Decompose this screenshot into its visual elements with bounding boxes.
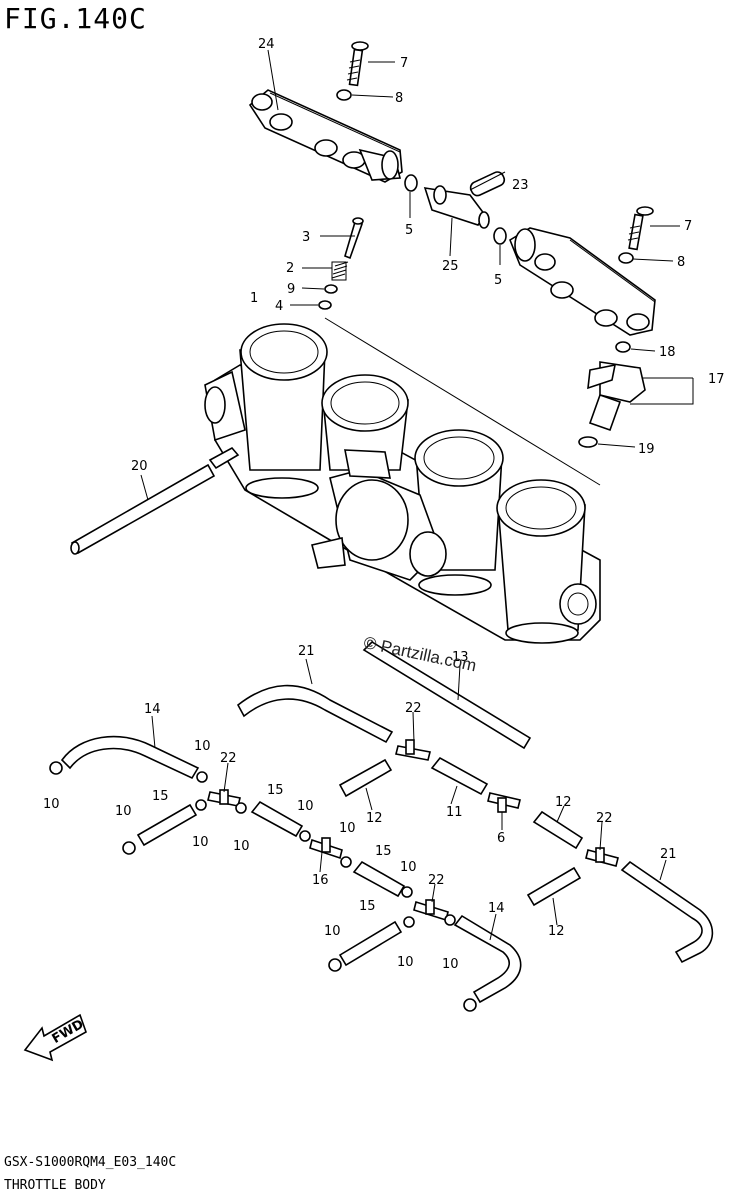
callout-label: 15 bbox=[359, 899, 376, 914]
callout-label: 13 bbox=[452, 650, 469, 665]
fuel-injector[interactable] bbox=[578, 341, 646, 448]
callout-label: 21 bbox=[660, 847, 677, 862]
callout-label: 22 bbox=[405, 701, 422, 716]
callout-label: 15 bbox=[152, 789, 169, 804]
hose-13[interactable] bbox=[362, 640, 532, 750]
washer-left[interactable] bbox=[336, 89, 352, 101]
spring[interactable] bbox=[331, 261, 349, 281]
fitting-22-left[interactable] bbox=[207, 789, 241, 807]
callout-label: 9 bbox=[287, 282, 295, 297]
callout-label: 10 bbox=[442, 957, 459, 972]
throttle-body-assembly[interactable] bbox=[204, 317, 601, 644]
callout-label: 7 bbox=[684, 219, 692, 234]
callout-label: 4 bbox=[275, 299, 283, 314]
hose-15-left[interactable] bbox=[136, 803, 198, 847]
hose-15-bottom[interactable] bbox=[338, 920, 403, 967]
section-name: THROTTLE BODY bbox=[4, 1178, 106, 1193]
callout-label: 6 bbox=[497, 831, 505, 846]
fuel-joint[interactable] bbox=[423, 170, 506, 229]
hose-20[interactable] bbox=[70, 463, 216, 555]
leader-lines bbox=[140, 49, 694, 941]
fitting-16[interactable] bbox=[309, 837, 343, 860]
fwd-arrow: FWD bbox=[23, 1013, 87, 1062]
callout-label: 19 bbox=[638, 442, 655, 457]
callout-label: 21 bbox=[298, 644, 315, 659]
o-ring-right[interactable] bbox=[493, 227, 507, 245]
callout-label: 11 bbox=[446, 805, 463, 820]
callout-label: 8 bbox=[677, 255, 685, 270]
hose-14-right[interactable] bbox=[453, 914, 522, 1004]
callout-label: 10 bbox=[192, 835, 209, 850]
hose-15-lower[interactable] bbox=[352, 860, 406, 898]
callout-label: 12 bbox=[555, 795, 572, 810]
callout-label: 12 bbox=[548, 924, 565, 939]
callout-label: 10 bbox=[397, 955, 414, 970]
figure-title: FIG.140C bbox=[4, 2, 147, 35]
o-ring-left[interactable] bbox=[404, 174, 418, 192]
callout-label: 5 bbox=[405, 223, 413, 238]
fitting-22-right[interactable] bbox=[585, 847, 619, 867]
hose-14-left[interactable] bbox=[60, 735, 200, 780]
callout-label: 10 bbox=[400, 860, 417, 875]
callout-label: 22 bbox=[596, 811, 613, 826]
callout-label: 7 bbox=[400, 56, 408, 71]
hose-11[interactable] bbox=[430, 756, 489, 796]
washer-right[interactable] bbox=[618, 252, 634, 264]
callout-label: 25 bbox=[442, 259, 459, 274]
hose-clamps[interactable] bbox=[49, 761, 477, 1012]
callout-label: 22 bbox=[428, 873, 445, 888]
hose-12-center[interactable] bbox=[338, 758, 393, 798]
callout-label: 12 bbox=[366, 811, 383, 826]
bolt-right[interactable] bbox=[627, 206, 654, 251]
callout-labels: 24 7 8 5 25 23 5 7 8 3 2 9 4 1 18 17 19 … bbox=[43, 37, 725, 972]
fitting-22-lower[interactable] bbox=[413, 899, 449, 922]
fuel-rail-right[interactable] bbox=[509, 227, 656, 336]
callout-label: 16 bbox=[312, 873, 329, 888]
callout-label: 17 bbox=[708, 372, 725, 387]
o-ring-small[interactable] bbox=[324, 284, 338, 294]
callout-label: 15 bbox=[375, 844, 392, 859]
callout-label: 10 bbox=[339, 821, 356, 836]
callout-label: 3 bbox=[302, 230, 310, 245]
callout-label: 1 bbox=[250, 291, 258, 306]
callout-label: 15 bbox=[267, 783, 284, 798]
hose-15-mid[interactable] bbox=[250, 800, 304, 838]
hose-21-right[interactable] bbox=[620, 860, 714, 964]
hose-21-top[interactable] bbox=[236, 684, 394, 744]
fitting-6[interactable] bbox=[487, 792, 521, 813]
bolt-left[interactable] bbox=[346, 41, 369, 87]
callout-label: 14 bbox=[144, 702, 161, 717]
t-fitting-22-center[interactable] bbox=[395, 739, 431, 761]
callout-label: 2 bbox=[286, 261, 294, 276]
callout-label: 23 bbox=[512, 178, 529, 193]
callout-label: 18 bbox=[659, 345, 676, 360]
hose-12-lower-right[interactable] bbox=[526, 866, 582, 907]
fuel-rail-left[interactable] bbox=[248, 89, 403, 183]
callout-label: 10 bbox=[115, 804, 132, 819]
adjust-screw[interactable] bbox=[344, 217, 364, 260]
callout-label: 10 bbox=[297, 799, 314, 814]
callout-label: 8 bbox=[395, 91, 403, 106]
callout-label: 22 bbox=[220, 751, 237, 766]
callout-label: 20 bbox=[131, 459, 148, 474]
hose-12-right[interactable] bbox=[532, 810, 584, 850]
callout-label: 24 bbox=[258, 37, 275, 52]
callout-label: 5 bbox=[494, 273, 502, 288]
callout-label: 10 bbox=[233, 839, 250, 854]
washer-small[interactable] bbox=[318, 300, 332, 310]
model-code: GSX-S1000RQM4_E03_140C bbox=[4, 1155, 177, 1170]
callout-label: 10 bbox=[43, 797, 60, 812]
callout-label: 10 bbox=[194, 739, 211, 754]
callout-label: 14 bbox=[488, 901, 505, 916]
callout-label: 10 bbox=[324, 924, 341, 939]
